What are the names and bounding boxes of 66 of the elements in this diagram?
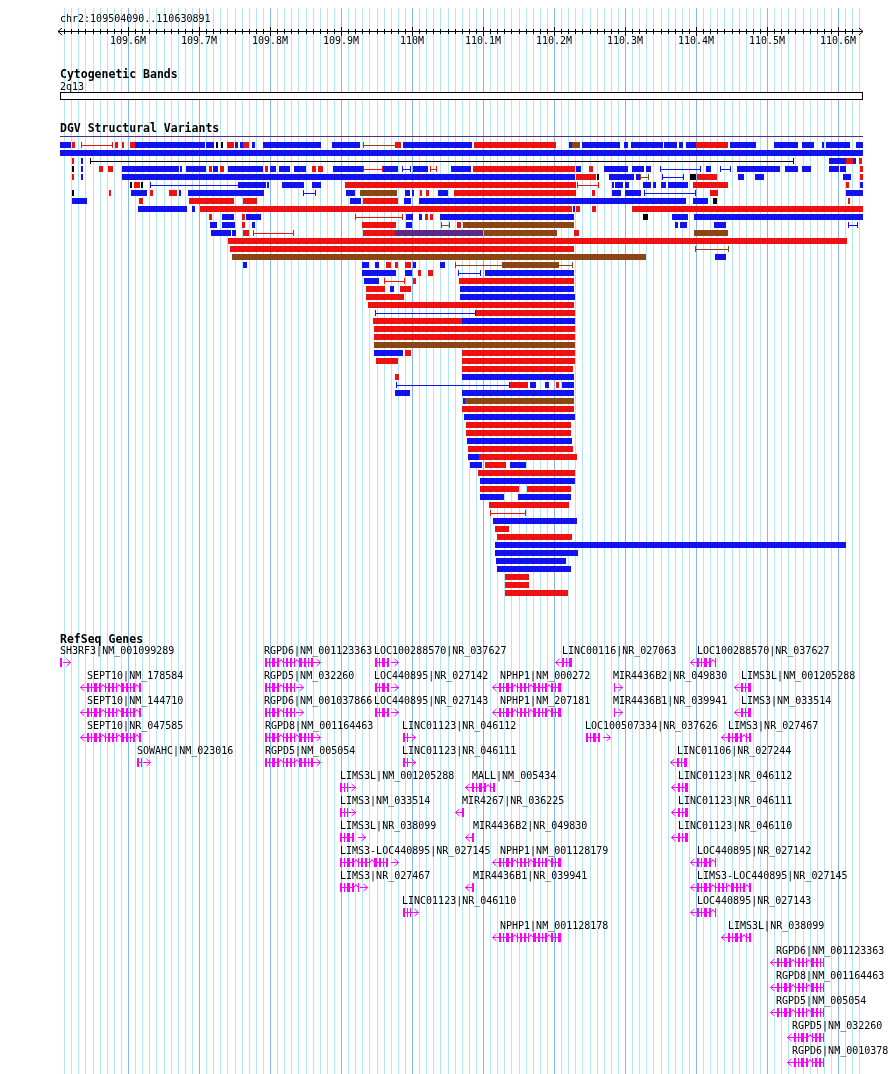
gene-label: MIR4436B2|NR_049830	[473, 820, 588, 831]
tick-label: 110M	[399, 35, 425, 46]
gene-label: LIMS3|NM_033514	[340, 795, 431, 806]
gene-label: SH3RF3|NM_001099289	[60, 645, 175, 656]
gene-label: RGPD5|NM_032260	[264, 670, 355, 681]
gene-label: NPHP1|NM_000272	[500, 670, 591, 681]
gene-label: NPHP1|NM_207181	[500, 695, 591, 706]
tick-label: 109.6M	[109, 35, 147, 46]
gene-label: RGPD8|NM_001164463	[776, 970, 885, 981]
gene-label: LIMS3L|NM_001205288	[741, 670, 856, 681]
gene-label: LOC440895|NR_027143	[697, 895, 812, 906]
gene-label: LIMS3-LOC440895|NR_027145	[340, 845, 491, 856]
track-title: Cytogenetic Bands	[60, 68, 178, 80]
gene-label: RGPD6|NM_001123363	[264, 645, 373, 656]
gene-label: RGPD6|NM_001037866	[264, 695, 373, 706]
gene-label: RGPD5|NM_005054	[776, 995, 867, 1006]
gene-label: RGPD6|NM_0010378	[792, 1045, 889, 1056]
gene-label: LINC01106|NR_027244	[677, 745, 792, 756]
gene-label: LINC01123|NR_046112	[678, 770, 793, 781]
gene-label: LOC440895|NR_027142	[697, 845, 812, 856]
gene-label: RGPD5|NM_005054	[265, 745, 356, 756]
coordinate-label: chr2:109504090..110630891	[60, 13, 211, 24]
gene-label: MIR4436B1|NR_039941	[473, 870, 588, 881]
tick-label: 110.3M	[606, 35, 644, 46]
gene-label: LOC440895|NR_027142	[374, 670, 489, 681]
track-title: RefSeq Genes	[60, 633, 144, 645]
gene-label: NPHP1|NM_001128178	[500, 920, 609, 931]
gene-label: MIR4436B1|NR_039941	[613, 695, 728, 706]
gene-label: RGPD5|NM_032260	[792, 1020, 883, 1031]
gene-label: LINC01123|NR_046111	[402, 745, 517, 756]
gene-label: LIMS3|NR_027467	[728, 720, 819, 731]
gene-label: SEPT10|NR_047585	[87, 720, 184, 731]
gene-label: LIMS3L|NR_038099	[340, 820, 437, 831]
tick-label: 110.2M	[535, 35, 573, 46]
gene-label: LIMS3L|NM_001205288	[340, 770, 455, 781]
gene-label: SEPT10|NM_178584	[87, 670, 184, 681]
tick-label: 110.1M	[464, 35, 502, 46]
tick-label: 109.7M	[180, 35, 218, 46]
tick-label: 110.5M	[748, 35, 786, 46]
gene-label: LIMS3L|NR_038099	[728, 920, 825, 931]
gene-label: RGPD8|NM_001164463	[265, 720, 374, 731]
gene-label: LIMS3|NR_027467	[340, 870, 431, 881]
gene-label: MIR4436B2|NR_049830	[613, 670, 728, 681]
tick-label: 109.9M	[322, 35, 360, 46]
gene-label: MALL|NM_005434	[472, 770, 557, 781]
gene-label: LINC01123|NR_046111	[678, 795, 793, 806]
gene-label: NPHP1|NM_001128179	[500, 845, 609, 856]
gene-label: LINC01123|NR_046110	[678, 820, 793, 831]
gene-label: LOC440895|NR_027143	[374, 695, 489, 706]
track-title: DGV Structural Variants	[60, 122, 220, 134]
gene-label: LOC100288570|NR_037627	[374, 645, 507, 656]
tick-label: 109.8M	[251, 35, 289, 46]
tick-label: 110.6M	[819, 35, 857, 46]
gene-label: LINC01123|NR_046110	[402, 895, 517, 906]
gene-label: LINC01123|NR_046112	[402, 720, 517, 731]
gene-label: LIMS3|NM_033514	[741, 695, 832, 706]
gene-label: LOC100288570|NR_037627	[697, 645, 830, 656]
tick-label: 110.4M	[677, 35, 715, 46]
gene-label: SOWAHC|NM_023016	[137, 745, 234, 756]
gene-label: RGPD6|NM_001123363	[776, 945, 885, 956]
gene-label: LINC00116|NR_027063	[562, 645, 677, 656]
gene-label: LOC100507334|NR_037626	[585, 720, 718, 731]
gene-label: MIR4267|NR_036225	[462, 795, 565, 806]
band-label: 2q13	[60, 81, 85, 92]
gene-label: LIMS3-LOC440895|NR_027145	[697, 870, 848, 881]
gene-label: SEPT10|NM_144710	[87, 695, 184, 706]
